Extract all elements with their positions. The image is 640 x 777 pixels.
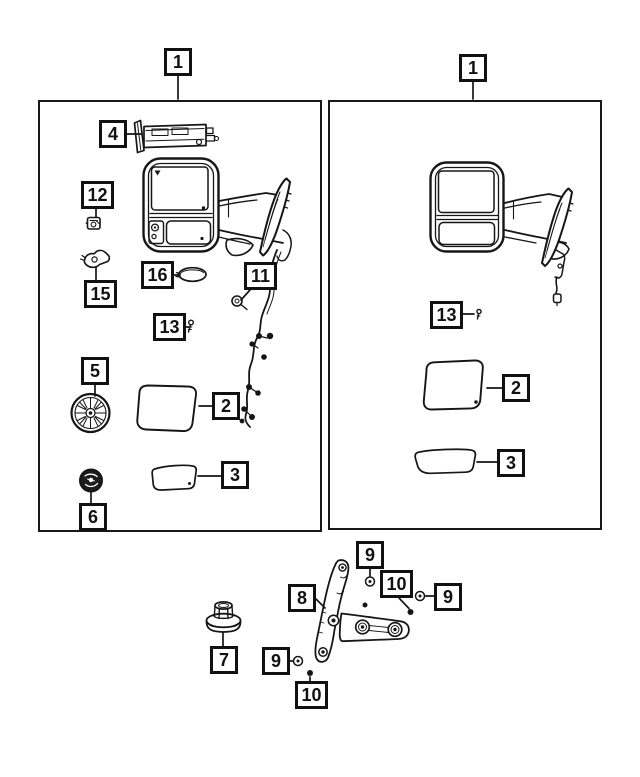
callout-12[interactable]: 12 — [81, 181, 114, 209]
part5-motor-drawing — [70, 392, 111, 434]
callout-2-left[interactable]: 2 — [212, 392, 240, 420]
part6-cap-drawing — [79, 468, 103, 493]
part13-screw-drawing-left — [187, 319, 194, 333]
callout-1-left[interactable]: 1 — [164, 48, 192, 76]
callout-10-top[interactable]: 10 — [380, 570, 413, 598]
callout-16[interactable]: 16 — [141, 261, 174, 289]
left-assembly-panel — [38, 100, 322, 532]
left-mirror-assembly-drawing — [142, 157, 292, 262]
part9-washer-drawing-top — [364, 576, 376, 587]
part9-washer-drawing-bottom — [292, 655, 304, 667]
callout-15[interactable]: 15 — [84, 280, 117, 308]
callout-9-bottom[interactable]: 9 — [262, 647, 290, 675]
callout-1-right[interactable]: 1 — [459, 54, 487, 82]
part13-screw-drawing-right — [476, 308, 482, 320]
part7-nut-drawing — [205, 601, 242, 633]
callout-13-right[interactable]: 13 — [430, 301, 463, 329]
callout-5[interactable]: 5 — [81, 357, 109, 385]
part11-wiring-harness-drawing — [231, 249, 282, 428]
part9-washer-drawing-right — [414, 590, 426, 602]
part16-lamp-drawing — [175, 266, 207, 283]
part2-mirror-glass-drawing-right — [422, 359, 484, 411]
callout-9-right[interactable]: 9 — [434, 583, 462, 611]
part15-clip-drawing — [79, 249, 111, 269]
callout-7[interactable]: 7 — [210, 646, 238, 674]
callout-4[interactable]: 4 — [99, 120, 127, 148]
part12-clip-drawing — [85, 216, 101, 230]
part10-bolt-drawing-dots — [307, 602, 414, 676]
part3-spotter-glass-drawing-left — [151, 464, 198, 491]
callout-10-bottom[interactable]: 10 — [295, 681, 328, 709]
leader-10-top — [398, 597, 410, 610]
callout-8[interactable]: 8 — [288, 584, 316, 612]
callout-3-right[interactable]: 3 — [497, 449, 525, 477]
part3-spotter-glass-drawing-right — [414, 448, 477, 475]
callout-13-left[interactable]: 13 — [153, 313, 186, 341]
right-mirror-assembly-drawing — [429, 161, 574, 307]
callout-leader-lines — [90, 75, 503, 682]
callout-9-top[interactable]: 9 — [356, 541, 384, 569]
callout-11[interactable]: 11 — [244, 262, 277, 290]
right-assembly-panel — [328, 100, 602, 530]
leader-11 — [240, 289, 251, 301]
callout-6[interactable]: 6 — [79, 503, 107, 531]
part8-bracket-drawing — [314, 559, 410, 663]
part2-mirror-glass-drawing-left — [136, 384, 197, 432]
callout-2-right[interactable]: 2 — [502, 374, 530, 402]
part4-support-drawing — [133, 119, 220, 154]
callout-3-left[interactable]: 3 — [221, 461, 249, 489]
